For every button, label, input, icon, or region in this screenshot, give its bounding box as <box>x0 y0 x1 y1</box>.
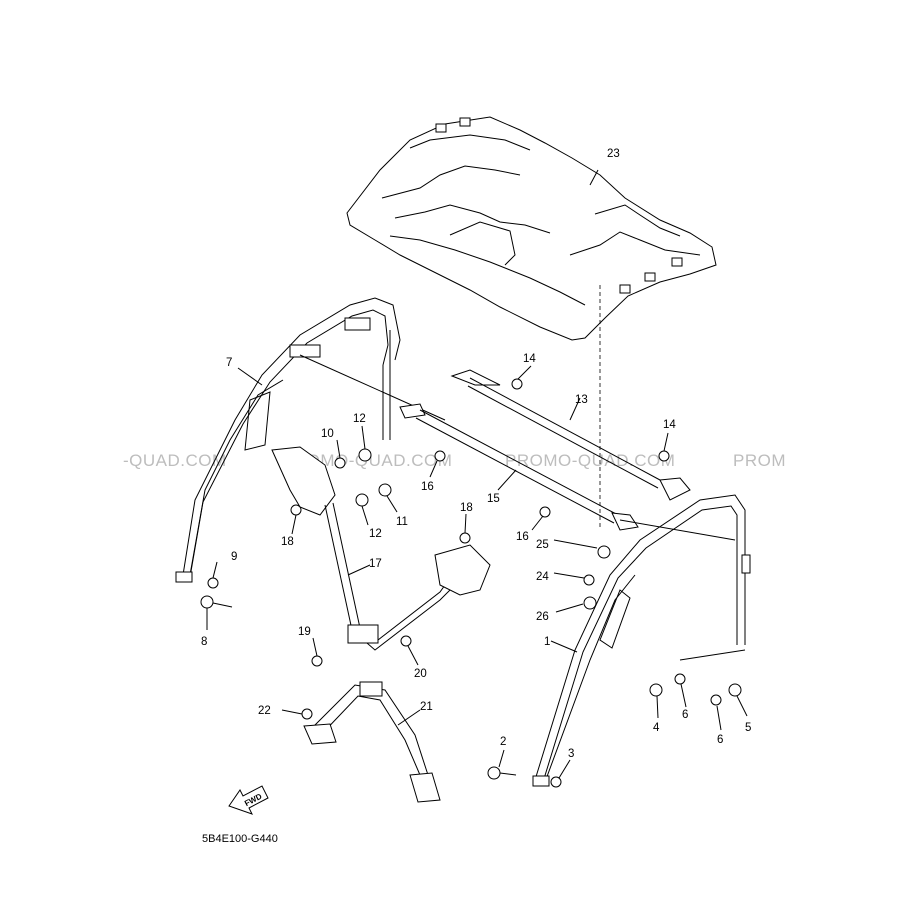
callout-20: 20 <box>414 668 427 680</box>
watermark-4: PROM <box>733 451 786 470</box>
diagram-code: 5B4E100-G440 <box>202 833 278 845</box>
callout-16a: 16 <box>421 481 434 493</box>
callout-23: 23 <box>607 148 620 160</box>
roof-part <box>346 116 717 341</box>
cross-bars <box>399 369 691 531</box>
callout-6b: 6 <box>717 734 723 746</box>
fwd-arrow-icon: FWD <box>228 785 269 815</box>
callout-5: 5 <box>745 722 751 734</box>
callout-19: 19 <box>298 626 311 638</box>
watermark-1: -QUAD.COM <box>123 451 227 470</box>
callout-18a: 18 <box>281 536 294 548</box>
callout-3: 3 <box>568 748 574 760</box>
callout-15: 15 <box>487 493 500 505</box>
callout-9: 9 <box>231 551 237 563</box>
callout-17: 17 <box>369 558 382 570</box>
front-roll-bar-part <box>532 494 751 787</box>
callout-8: 8 <box>201 636 207 648</box>
callout-1: 1 <box>544 636 550 648</box>
callout-22: 22 <box>258 705 271 717</box>
callout-4: 4 <box>653 722 660 734</box>
rear-roll-bar-part <box>175 297 401 583</box>
callout-6a: 6 <box>682 709 688 721</box>
callout-11: 11 <box>396 516 408 528</box>
callout-12a: 12 <box>353 413 366 425</box>
callout-7: 7 <box>226 357 232 369</box>
callout-14b: 14 <box>663 419 676 431</box>
callout-21: 21 <box>420 701 433 713</box>
callout-24: 24 <box>536 571 549 583</box>
callout-25: 25 <box>536 539 549 551</box>
callout-18b: 18 <box>460 502 473 514</box>
lower-brace-part <box>303 681 441 803</box>
callout-14a: 14 <box>523 353 536 365</box>
hardware <box>200 378 742 788</box>
callout-12b: 12 <box>369 528 382 540</box>
watermark-3: PROMO-QUAD.COM <box>505 451 675 470</box>
mid-brace-part <box>271 446 491 651</box>
leader-lines <box>206 169 748 779</box>
callout-26: 26 <box>536 611 549 623</box>
callout-2: 2 <box>500 736 506 748</box>
callout-16b: 16 <box>516 531 529 543</box>
callout-10: 10 <box>321 428 334 440</box>
callout-13: 13 <box>575 394 588 406</box>
